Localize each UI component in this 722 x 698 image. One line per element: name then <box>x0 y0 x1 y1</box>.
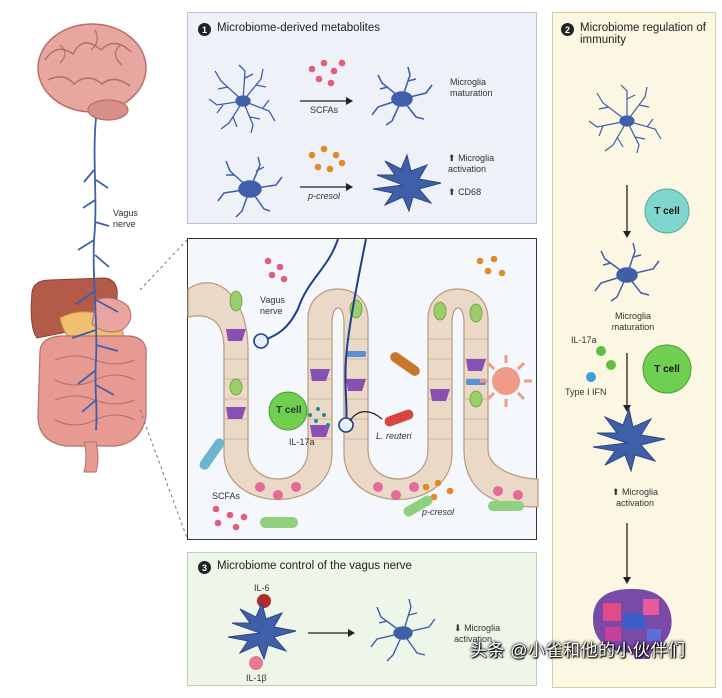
label-scfas: SCFAs <box>310 105 339 115</box>
zoom-callout-lines <box>139 239 188 539</box>
tcell-icon <box>268 391 308 431</box>
enteroendocrine-cells <box>226 329 486 437</box>
microglia-ramified-icon <box>208 64 276 134</box>
gut-scfas-label: SCFAs <box>212 491 241 501</box>
microglia-ramified-icon <box>588 84 662 154</box>
watermark-text: 头条 @小雀和他的小伙伴们 <box>470 641 686 660</box>
panel-gut-zoom: Vagus nerve T cell IL-17a L. reuteri SCF… <box>187 238 539 540</box>
il1b-molecule-icon <box>249 656 263 670</box>
tcell-green-icon <box>642 344 692 394</box>
gut-il17a-label: IL-17a <box>289 437 315 447</box>
panel2-number-badge: 2 <box>561 23 574 36</box>
label-microglia-activation-text: Microglia activation <box>448 153 495 174</box>
nerve-ending-2 <box>338 417 354 433</box>
il17a-molecule-icon <box>596 346 606 356</box>
bacterium-green-3 <box>488 501 524 511</box>
up-arrow-icon: ⬆ <box>611 487 620 497</box>
arrow-pcresol <box>300 183 353 191</box>
arrow-down-2 <box>623 353 631 412</box>
panel-immunity-regulation: 2 Microbiome regulation of immunity <box>552 12 716 688</box>
panel1-title: Microbiome-derived metabolites <box>217 22 380 34</box>
pcresol-molecules-icon <box>308 145 346 173</box>
panel2-microglia-activation-text: Microglia activation <box>615 487 659 508</box>
up-arrow-icon: ⬆ <box>448 187 456 197</box>
tcell-1-label: T cell <box>654 205 680 217</box>
body-vagus-nerve-label: Vagus nerve <box>113 208 138 229</box>
tcell-teal-icon <box>644 188 690 234</box>
panel2-il17a-label: IL-17a <box>571 335 597 345</box>
panel3-il6-label: IL-6 <box>254 583 270 593</box>
il6-molecule-icon <box>257 594 271 608</box>
panel2-title-row: 2 Microbiome regulation of immunity <box>561 22 709 46</box>
panel3-microglia-activation-label: ⬇ Microglia activation <box>454 623 520 645</box>
gut-pcresol-label: p-cresol <box>422 507 455 517</box>
panel1-number-badge: 1 <box>198 23 211 36</box>
microglia-resting-icon <box>217 156 283 218</box>
panel2-type1-ifn-label: Type I IFN <box>565 387 607 397</box>
il17a-molecules-icon <box>308 407 330 427</box>
gut-tcell-label: T cell <box>276 405 302 416</box>
down-arrow-icon: ⬇ <box>454 623 462 633</box>
bacterium-orange <box>390 352 420 376</box>
up-arrow-icon: ⬆ <box>448 153 456 163</box>
arrow-reuteri-to-nerve <box>349 411 383 422</box>
label-microglia-activation: ⬆ Microglia activation <box>448 153 518 175</box>
panel-vagus-nerve-control: 3 Microbiome control of the vagus nerve … <box>187 552 537 686</box>
microglia-ramified-icon <box>370 598 436 662</box>
panel2-microglia-maturation-label: Microglia maturation <box>611 311 655 332</box>
pcresol-molecules-icon <box>422 255 506 501</box>
scfa-molecules-icon <box>308 59 346 87</box>
bacterium-teal <box>199 438 225 470</box>
panel-microbiome-metabolites: 1 Microbiome-derived metabolites <box>187 12 537 224</box>
tcell-2-label: T cell <box>654 363 680 375</box>
brain-illustration <box>37 23 147 121</box>
microglia-activated-icon <box>372 153 442 213</box>
intestinal-epithelium <box>187 282 539 508</box>
panel2-microglia-activation-label: ⬆ Microglia activation <box>595 487 675 509</box>
goblet-cells <box>229 290 483 408</box>
microglia-activated-icon <box>227 601 297 661</box>
scfa-molecules-icon <box>212 257 288 531</box>
gut-l-reuteri-label: L. reuteri <box>376 431 412 441</box>
label-cd68: ⬆ CD68 <box>448 187 481 198</box>
type1-ifn-molecule-icon <box>586 372 596 382</box>
brain-puzzle-icon <box>593 588 672 659</box>
label-pcresol: p-cresol <box>308 191 341 201</box>
label-microglia-maturation: Microglia maturation <box>450 77 493 98</box>
bacterium-green-1 <box>260 517 298 528</box>
nerve-ending-1 <box>253 333 269 349</box>
panel1-title-row: 1 Microbiome-derived metabolites <box>198 22 380 36</box>
microglia-matured-icon <box>371 66 433 126</box>
label-cd68-text: CD68 <box>458 187 482 197</box>
bacterium-green-2 <box>403 495 433 517</box>
gut-vagus-nerve-label: Vagus nerve <box>260 295 285 316</box>
vagus-nerve-fibers <box>261 238 367 426</box>
arrow-right <box>308 629 355 637</box>
paneth-cells <box>255 482 523 500</box>
dendritic-cell-icon <box>480 355 532 407</box>
panel2-title: Microbiome regulation of immunity <box>580 22 706 46</box>
panel3-title: Microbiome control of the vagus nerve <box>217 560 412 572</box>
arrow-down-3 <box>623 523 631 584</box>
vagus-nerve-line <box>71 117 119 431</box>
panel3-il1b-label: IL-1β <box>246 673 267 683</box>
panel3-number-badge: 3 <box>198 561 211 574</box>
microglia-matured-icon <box>594 242 660 302</box>
l-reuteri-bacterium <box>384 409 414 427</box>
microglia-activated-icon <box>592 407 666 473</box>
panel3-title-row: 3 Microbiome control of the vagus nerve <box>198 560 412 574</box>
arrow-down-1 <box>623 185 631 238</box>
panel3-microglia-activation-text: Microglia activation <box>454 623 501 644</box>
il17a-molecule-icon <box>606 360 616 370</box>
arrow-scfas <box>300 97 353 105</box>
